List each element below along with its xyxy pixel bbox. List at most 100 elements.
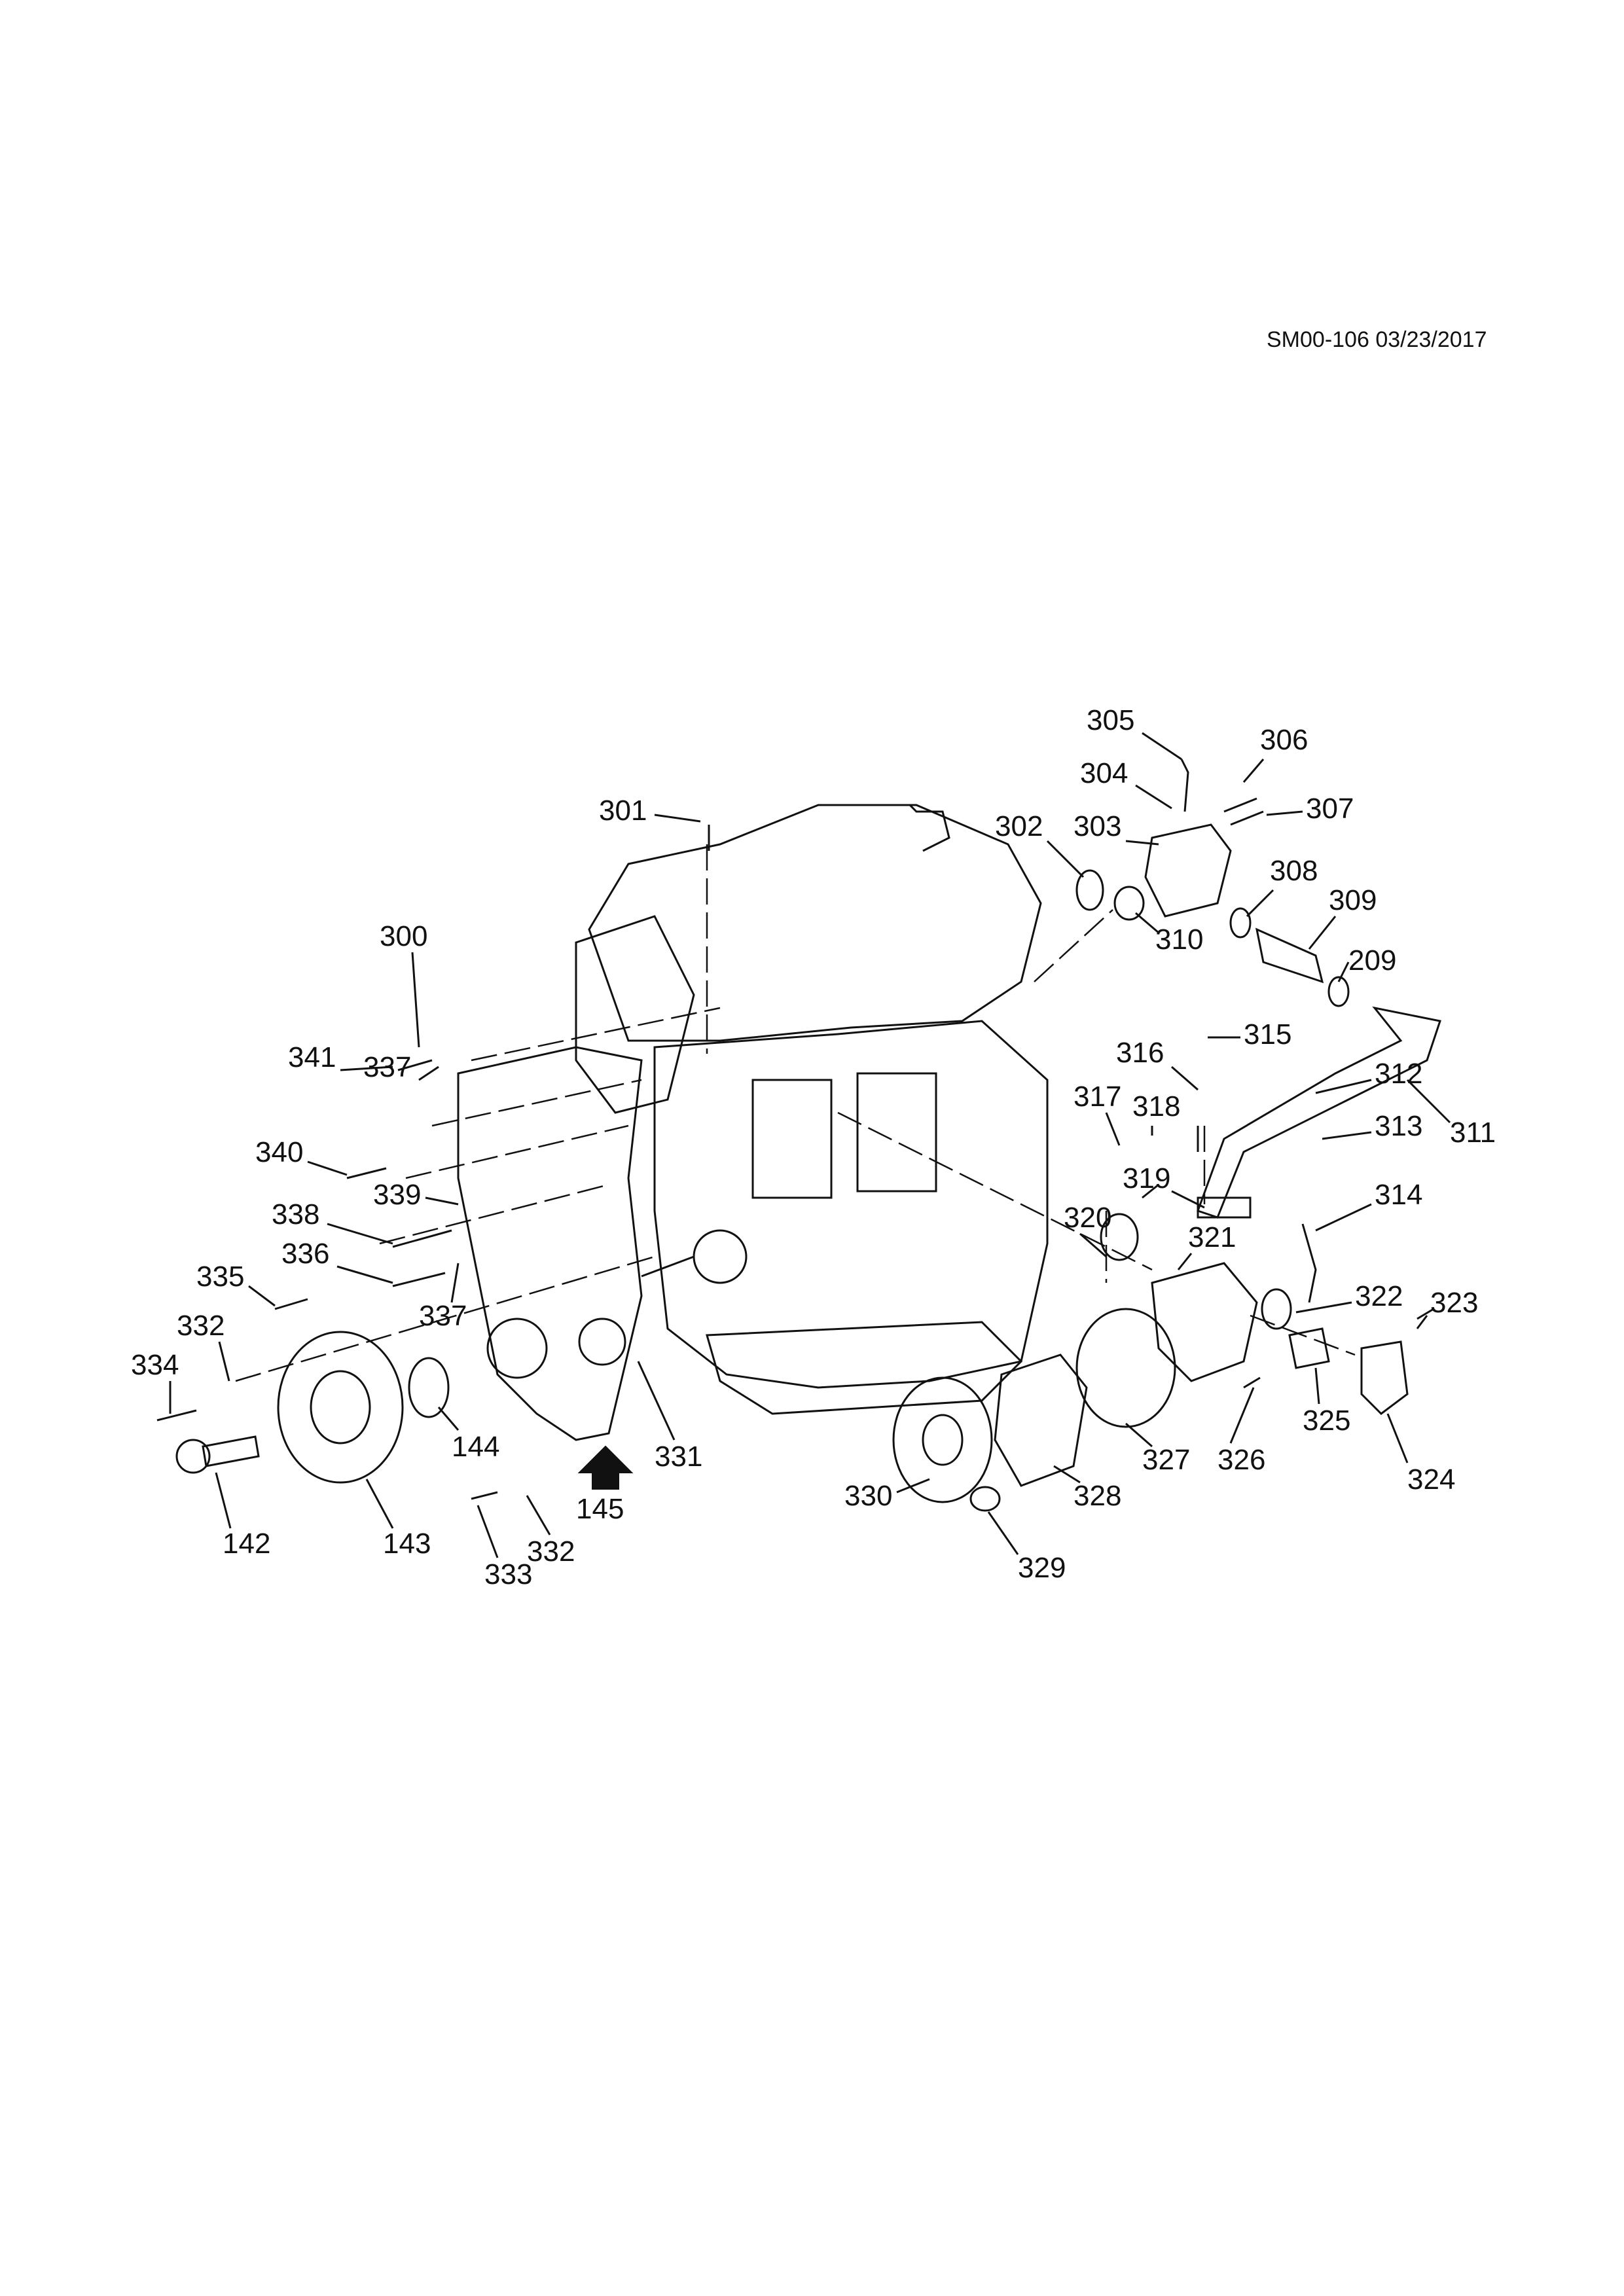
timing-cover-seal-bore xyxy=(486,1318,548,1379)
water-pump-body xyxy=(994,1354,1088,1487)
crankshaft-front-seal xyxy=(408,1357,450,1418)
svg-text:145: 145 xyxy=(576,1493,624,1525)
coolant-bleed-screw xyxy=(1223,797,1257,813)
svg-text:332: 332 xyxy=(527,1535,575,1568)
svg-text:142: 142 xyxy=(223,1528,270,1560)
callout-329: 329 xyxy=(987,1511,1066,1584)
bolt-335 xyxy=(274,1298,308,1310)
svg-text:143: 143 xyxy=(383,1528,431,1560)
callout-330: 330 xyxy=(844,1478,930,1512)
engine-block-panel-a xyxy=(751,1079,833,1199)
callout-334: 334 xyxy=(131,1349,179,1414)
diagram-id: SM00-106 03/23/2017 xyxy=(1267,327,1487,352)
callout-341: 341 xyxy=(288,1041,393,1073)
callout-340: 340 xyxy=(255,1136,348,1176)
bolt-318 xyxy=(1142,1183,1159,1199)
svg-text:332: 332 xyxy=(177,1310,225,1342)
callout-311: 311 xyxy=(1406,1079,1496,1149)
callout-313: 313 xyxy=(1322,1110,1422,1142)
callout-209: 209 xyxy=(1337,944,1396,982)
coolant-outlet-group xyxy=(1075,759,1441,1303)
callout-300: 300 xyxy=(380,920,427,1048)
svg-text:321: 321 xyxy=(1188,1221,1236,1253)
svg-text:340: 340 xyxy=(255,1136,303,1168)
bolt-336 xyxy=(392,1272,446,1287)
bolt-338 xyxy=(392,1229,452,1248)
svg-text:341: 341 xyxy=(288,1041,336,1073)
callout-305: 305 xyxy=(1087,704,1182,761)
hose-clamp-lower xyxy=(1327,976,1350,1007)
coolant-hose-section xyxy=(1255,927,1324,984)
pipe-bracket xyxy=(1197,1196,1252,1219)
callout-307: 307 xyxy=(1266,793,1354,825)
callout-332-left: 332 xyxy=(177,1310,230,1382)
fasteners xyxy=(156,825,1434,1500)
callout-339: 339 xyxy=(373,1179,459,1211)
svg-text:144: 144 xyxy=(452,1431,499,1463)
callout-143: 143 xyxy=(365,1479,431,1560)
svg-text:329: 329 xyxy=(1018,1552,1066,1584)
svg-text:315: 315 xyxy=(1244,1018,1291,1050)
coolant-sensor xyxy=(1180,759,1189,812)
svg-text:314: 314 xyxy=(1375,1179,1422,1211)
svg-text:302: 302 xyxy=(995,810,1043,842)
callout-315: 315 xyxy=(1208,1018,1291,1050)
hose-clamp-upper xyxy=(1229,907,1252,939)
svg-text:311: 311 xyxy=(1450,1117,1496,1149)
svg-text:338: 338 xyxy=(272,1198,319,1230)
thermostat-outlet xyxy=(1360,1340,1409,1415)
callout-310: 310 xyxy=(1135,912,1203,956)
crankshaft-nose xyxy=(693,1229,748,1284)
callout-320: 320 xyxy=(1064,1202,1111,1258)
outlet-gasket xyxy=(1100,1213,1139,1261)
engine-lifting-bracket xyxy=(909,804,950,852)
callout-335: 335 xyxy=(196,1261,276,1307)
svg-text:337: 337 xyxy=(419,1300,467,1332)
svg-text:301: 301 xyxy=(599,795,647,827)
thermostat-seal xyxy=(1261,1288,1292,1330)
water-pump-pulley xyxy=(892,1376,993,1503)
callout-303: 303 xyxy=(1074,810,1159,846)
svg-text:324: 324 xyxy=(1407,1463,1455,1496)
callout-337-mid: 337 xyxy=(419,1263,467,1332)
callout-319: 319 xyxy=(1123,1162,1205,1209)
engine-assembly xyxy=(575,804,1049,1415)
svg-text:304: 304 xyxy=(1080,757,1128,789)
crankshaft-pulley-group xyxy=(175,1331,450,1484)
crankshaft-balancer-bolt-head xyxy=(175,1439,211,1474)
svg-text:327: 327 xyxy=(1142,1444,1190,1476)
svg-text:300: 300 xyxy=(380,920,427,952)
svg-text:320: 320 xyxy=(1064,1202,1111,1234)
callout-338: 338 xyxy=(272,1198,393,1245)
crankshaft-balancer xyxy=(277,1331,404,1484)
callout-333: 333 xyxy=(477,1505,532,1590)
svg-text:328: 328 xyxy=(1074,1480,1121,1512)
svg-text:339: 339 xyxy=(373,1179,421,1211)
callout-324: 324 xyxy=(1386,1413,1455,1496)
callout-142: 142 xyxy=(215,1472,270,1560)
bolt-341 xyxy=(397,1059,433,1071)
callout-302: 302 xyxy=(995,810,1085,878)
callout-325: 325 xyxy=(1303,1367,1350,1437)
callout-144: 144 xyxy=(437,1407,499,1463)
svg-text:330: 330 xyxy=(844,1480,892,1512)
svg-text:335: 335 xyxy=(196,1261,244,1293)
svg-text:318: 318 xyxy=(1132,1090,1180,1122)
svg-text:305: 305 xyxy=(1087,704,1134,736)
thermostat xyxy=(1288,1327,1330,1369)
water-outlet-housing xyxy=(1144,823,1232,918)
svg-text:307: 307 xyxy=(1306,793,1354,825)
crankshaft-balancer-hub xyxy=(310,1370,371,1444)
svg-text:334: 334 xyxy=(131,1349,179,1381)
front-timing-cover xyxy=(457,1046,643,1441)
callout-326: 326 xyxy=(1218,1387,1265,1476)
svg-text:333: 333 xyxy=(484,1558,532,1590)
callout-317: 317 xyxy=(1074,1081,1121,1146)
callout-327: 327 xyxy=(1125,1422,1190,1476)
water-pump-pulley-hub xyxy=(922,1414,964,1466)
callout-323: 323 xyxy=(1416,1287,1478,1329)
callouts: 142 143 144 145 209 300 301 302 303 304 … xyxy=(131,704,1496,1590)
thermostat-housing xyxy=(1151,1262,1258,1382)
svg-text:308: 308 xyxy=(1270,855,1318,887)
